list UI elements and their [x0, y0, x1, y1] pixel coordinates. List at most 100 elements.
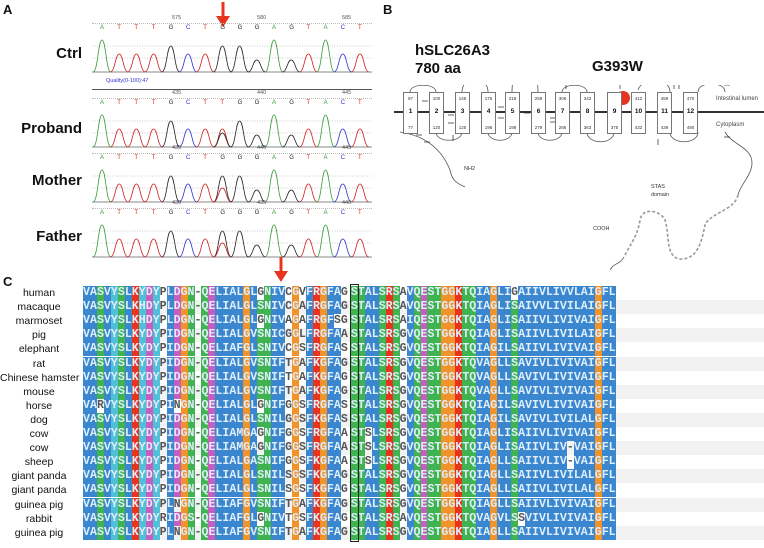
residue: R: [385, 483, 393, 498]
residue: Y: [138, 511, 146, 526]
residue: G: [441, 441, 449, 456]
residue: K: [455, 525, 463, 540]
residue: A: [483, 370, 491, 385]
residue: A: [364, 342, 372, 357]
residue: I: [566, 511, 574, 526]
residue: Q: [201, 328, 209, 343]
residue: G: [319, 398, 327, 413]
residue: R: [385, 342, 393, 357]
species-label: cow: [29, 428, 49, 440]
residue: K: [312, 412, 320, 427]
residue: C: [285, 342, 293, 356]
residue: S: [511, 370, 519, 385]
residue: G: [594, 427, 602, 441]
residue: V: [538, 370, 546, 385]
trace-peak: [264, 169, 284, 203]
residue: K: [131, 328, 139, 343]
residue: L: [573, 300, 581, 315]
residue: Q: [201, 286, 209, 300]
base-call: T: [117, 25, 121, 31]
residue: L: [497, 384, 505, 399]
base-call: T: [306, 100, 311, 106]
residue: R: [385, 314, 393, 329]
residue: G: [243, 427, 251, 441]
residue: A: [89, 441, 97, 456]
residue: L: [371, 497, 379, 512]
residue: I: [587, 328, 595, 343]
residue: G: [594, 384, 602, 399]
residue: G: [319, 314, 327, 329]
chromatogram-trace: [92, 114, 372, 148]
residue: A: [333, 328, 341, 343]
residue: S: [378, 455, 386, 470]
residue: A: [229, 300, 237, 315]
residue: R: [385, 370, 393, 385]
residue: L: [215, 300, 223, 315]
residue: A: [364, 384, 372, 399]
residue: D: [145, 342, 153, 357]
residue: -: [194, 384, 202, 398]
trace-peak: [110, 183, 129, 203]
residue: G: [180, 384, 188, 399]
residue: I: [525, 441, 532, 456]
base-call: G: [289, 100, 294, 106]
residue: I: [166, 398, 174, 413]
residue: K: [455, 483, 463, 498]
residue: L: [166, 314, 174, 329]
base-call: T: [358, 100, 362, 106]
residue: R: [385, 511, 393, 526]
residue: L: [497, 455, 505, 470]
residue: K: [455, 300, 463, 315]
residue: S: [427, 412, 435, 427]
residue: I: [566, 384, 574, 399]
residue: S: [392, 370, 400, 385]
residue: G: [285, 441, 293, 455]
residue: Q: [201, 497, 209, 512]
residue: S: [96, 314, 104, 329]
residue: Y: [110, 342, 118, 357]
residue: K: [312, 370, 320, 385]
residue: S: [378, 342, 386, 357]
residue: Y: [110, 483, 118, 498]
residue: T: [434, 342, 442, 357]
residue: I: [587, 300, 595, 315]
residue: Y: [110, 356, 118, 371]
residue: L: [124, 511, 132, 526]
residue: V: [559, 314, 567, 329]
residue: A: [483, 511, 491, 526]
residue: G: [490, 469, 498, 484]
residue: K: [312, 511, 320, 526]
residue: G: [180, 469, 188, 484]
residue: I: [587, 356, 595, 371]
residue: I: [532, 511, 539, 526]
residue: G: [257, 441, 265, 455]
residue: V: [525, 398, 532, 413]
residue: A: [364, 483, 372, 498]
residue: L: [608, 455, 616, 470]
base-call: A: [323, 25, 328, 31]
residue: A: [364, 469, 372, 484]
residue: A: [89, 384, 97, 399]
residue: L: [371, 286, 379, 300]
residue: L: [124, 328, 132, 343]
residue: L: [215, 441, 223, 456]
residue: A: [229, 384, 237, 399]
residue: G: [243, 370, 251, 385]
helix-end: 120: [432, 125, 441, 130]
residue: I: [222, 370, 230, 385]
residue: L: [545, 370, 553, 385]
residue: M: [236, 427, 244, 441]
residue: I: [271, 511, 279, 526]
residue: D: [173, 286, 181, 300]
residue: V: [299, 286, 306, 299]
c-terminus-label: COOH: [593, 226, 610, 232]
residue: Y: [152, 427, 160, 441]
base-call: G: [254, 25, 260, 31]
residue: L: [573, 328, 581, 343]
residue: A: [518, 384, 526, 399]
residue: V: [538, 314, 546, 329]
residue: A: [483, 483, 491, 498]
residue: I: [476, 300, 484, 315]
